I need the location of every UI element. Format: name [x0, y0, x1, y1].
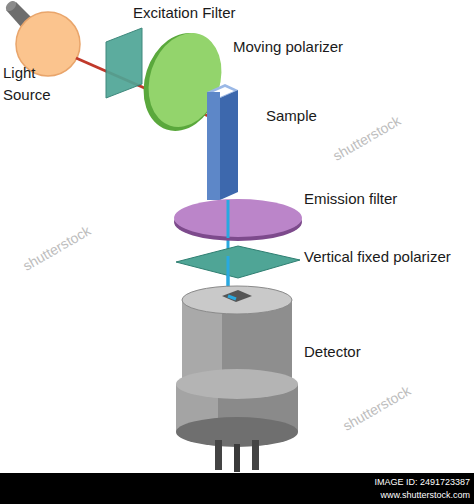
watermark: shutterstock	[340, 360, 452, 435]
footer-bar	[0, 473, 474, 504]
part-label: Emission filter	[304, 190, 464, 208]
image-id: IMAGE ID: 2491723387	[330, 477, 470, 488]
part-label: Vertical fixed polarizer	[304, 248, 472, 266]
emission-beam-top	[227, 200, 230, 238]
emission-beam-end	[228, 296, 236, 299]
watermark: shutterstock	[330, 90, 442, 165]
part-label: Sample	[266, 107, 386, 125]
footer-url: www.shutterstock.com	[330, 490, 470, 501]
watermark: shutterstock	[20, 200, 132, 275]
part-label: Light Source	[3, 62, 63, 106]
sample-cuvette	[207, 84, 238, 200]
detector	[176, 286, 298, 472]
part-label: Excitation Filter	[133, 4, 293, 22]
part-label: Detector	[304, 343, 424, 361]
excitation-filter	[106, 28, 142, 98]
vertical-fixed-polarizer	[176, 246, 300, 278]
emission-filter	[174, 199, 302, 241]
part-label: Moving polarizer	[233, 38, 413, 56]
